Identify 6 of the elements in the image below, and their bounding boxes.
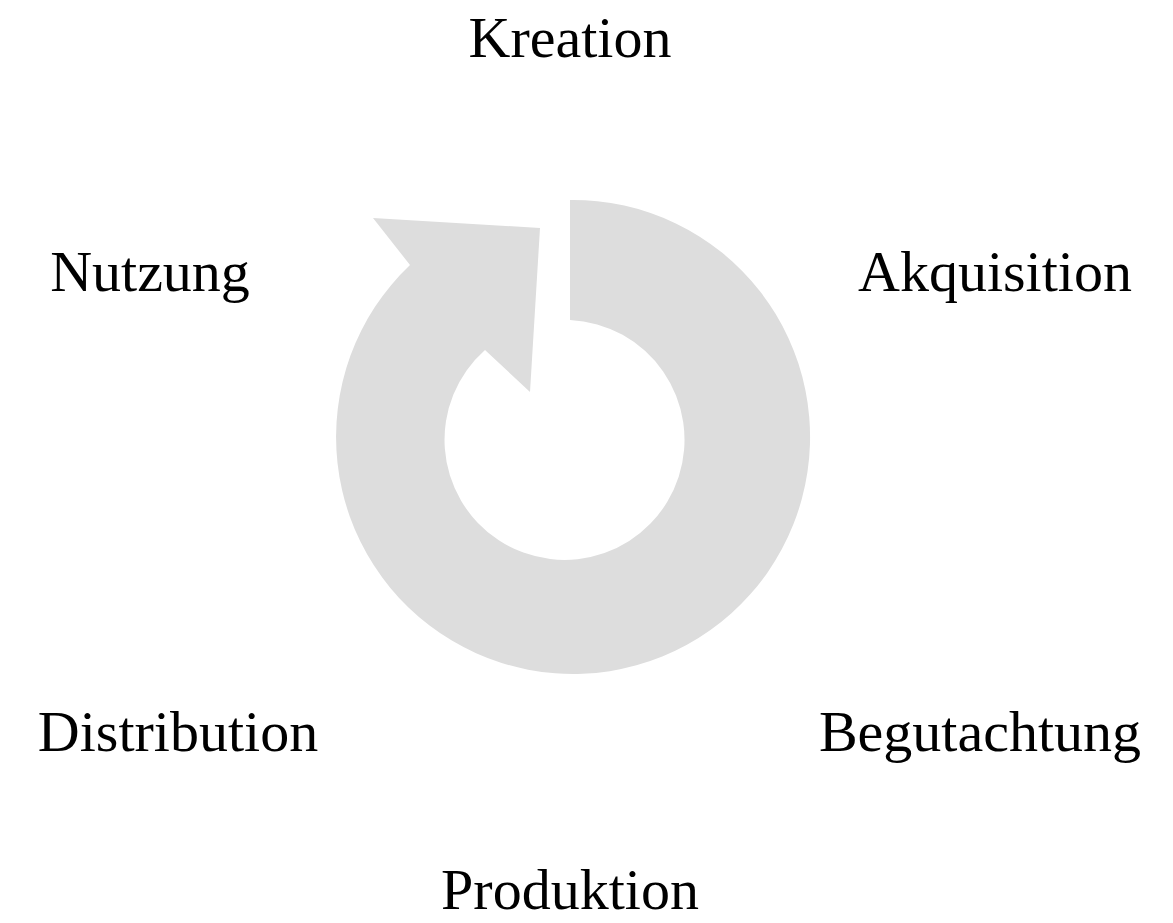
stage-label: Produktion <box>441 858 699 922</box>
stage-label: Nutzung <box>50 240 250 304</box>
stage-label: Kreation <box>468 6 672 70</box>
stage-label: Begutachtung <box>818 700 1142 764</box>
stage-label: Akquisition <box>858 240 1132 304</box>
stage-label: Distribution <box>37 700 319 764</box>
